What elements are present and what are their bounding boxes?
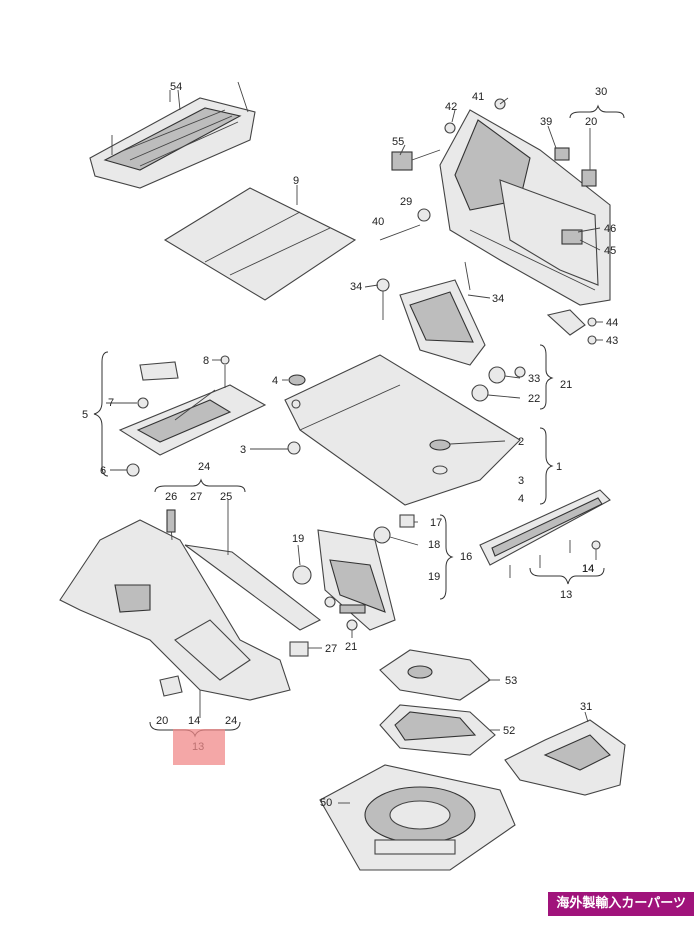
leader-lines [106, 89, 603, 804]
main-floor-panel-drawing [284, 354, 521, 506]
part-label: 1 [556, 461, 562, 473]
part-label: 19 [292, 533, 304, 545]
part-label: 9 [293, 175, 299, 187]
part-label: 16 [460, 551, 472, 563]
part-label: 14 [188, 715, 200, 727]
part-label: 44 [606, 317, 618, 329]
part-label: 17 [430, 517, 442, 529]
part-labels: 54 9 55 42 41 39 30 20 29 46 45 40 34 34… [82, 81, 618, 809]
parcel-shelf-drawing [89, 81, 256, 189]
part-label: 42 [445, 101, 457, 113]
watermark-badge: 海外製輸入カーパーツ [548, 892, 694, 916]
part-label: 13 [560, 589, 572, 601]
foam-insert-52-drawing [379, 704, 496, 756]
part-label: 43 [606, 335, 618, 347]
part-label: 20 [156, 715, 168, 727]
part-label: 45 [604, 245, 616, 257]
part-label: 2 [518, 436, 524, 448]
part-label: 6 [100, 465, 106, 477]
part-label: 34 [350, 281, 362, 293]
side-pocket-drawing [292, 514, 415, 631]
part-label: 14 [582, 563, 594, 575]
part-label: 27 [190, 491, 202, 503]
part-label: 3 [518, 475, 524, 487]
part-label: 4 [518, 493, 524, 505]
floor-panel-drawing [163, 185, 357, 301]
part-label: 52 [503, 725, 515, 737]
part-label: 26 [165, 491, 177, 503]
part-label: 50 [320, 797, 332, 809]
spare-wheel-tray-drawing [319, 764, 516, 871]
sill-trim-drawing [479, 489, 611, 578]
cover-53-drawing [379, 649, 491, 701]
part-label: 7 [108, 397, 114, 409]
part-label: 14 [582, 563, 594, 575]
part-label: 24 [225, 715, 237, 727]
part-label: 29 [400, 196, 412, 208]
part-label: 41 [472, 91, 484, 103]
insert-31-drawing [504, 719, 626, 796]
part-label: 22 [528, 393, 540, 405]
part-label: 8 [203, 355, 209, 367]
part-label: 31 [580, 701, 592, 713]
part-label: 18 [428, 539, 440, 551]
highlighted-part-marker [173, 729, 225, 765]
part-label: 19 [428, 571, 440, 583]
part-label: 34 [492, 293, 504, 305]
left-side-trim-drawing [59, 500, 322, 701]
part-label: 53 [505, 675, 517, 687]
part-label: 33 [528, 373, 540, 385]
part-label: 25 [220, 491, 232, 503]
side-compartment-drawing [118, 355, 301, 477]
part-label: 27 [325, 643, 337, 655]
part-label: 21 [345, 641, 357, 653]
part-label: 46 [604, 223, 616, 235]
part-label: 4 [272, 375, 278, 387]
part-label: 54 [170, 81, 182, 93]
part-label: 39 [540, 116, 552, 128]
part-label: 5 [82, 409, 88, 421]
part-label: 55 [392, 136, 404, 148]
part-label: 20 [585, 116, 597, 128]
part-label: 3 [240, 444, 246, 456]
part-label: 30 [595, 86, 607, 98]
part-label: 40 [372, 216, 384, 228]
net-pocket-drawing [376, 261, 526, 402]
part-label: 24 [198, 461, 210, 473]
part-label: 21 [560, 379, 572, 391]
